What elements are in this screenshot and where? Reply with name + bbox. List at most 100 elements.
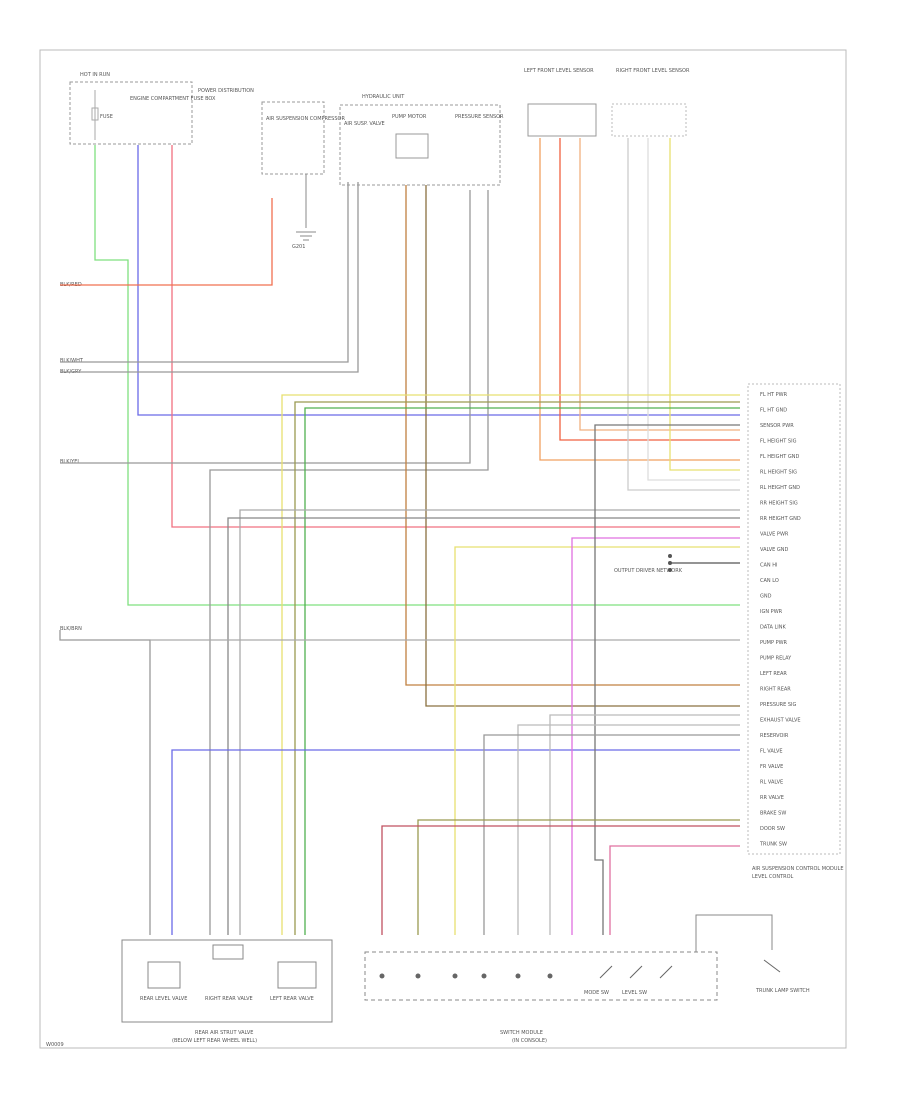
left-front-sensor-label: LEFT FRONT LEVEL SENSOR [524, 68, 594, 74]
red-power-wire [60, 198, 273, 286]
module-pin-label: RR HEIGHT GND [760, 516, 801, 522]
module-pin-label: PUMP PWR [760, 640, 788, 646]
module-pin-label: RL VALVE [760, 780, 783, 786]
rear-valve-box [121, 939, 333, 1023]
right-front-sensor-label: RIGHT FRONT LEVEL SENSOR [616, 68, 690, 74]
control-module: AIR SUSPENSION CONTROL MODULE LEVEL CONT… [747, 383, 844, 880]
rear-valve-title: REAR AIR STRUT VALVE [195, 1030, 253, 1036]
hydraulic-unit: HYDRAULIC UNIT AIR SUSP. VALVE PUMP MOTO… [339, 94, 504, 186]
level-switch-label: LEVEL SW [622, 990, 647, 996]
module-pin-label: FL HT GND [760, 408, 787, 414]
module-pin-label: PRESSURE SIG [760, 702, 797, 708]
module-pin-label: VALVE PWR [760, 532, 789, 538]
module-pin-label: DOOR SW [760, 826, 785, 832]
light-gray-wire-2 [647, 138, 740, 481]
module-pin-label: TRUNK SW [759, 842, 787, 848]
left-wire-labels: BLK/RED BLK/WHT BLK/GRY BLK/YEL BLK/BRN [60, 282, 84, 632]
switch-contacts [599, 965, 673, 979]
module-pin-label: DATA LINK [760, 625, 786, 631]
green-wire-2 [304, 407, 740, 935]
ground-icon [296, 231, 316, 241]
fuse-box: HOT IN RUN ENGINE COMPARTMENT FUSE BOX F… [69, 72, 254, 145]
blue-wire-2 [171, 749, 740, 935]
rear-air-strut-valve: REAR LEVEL VALVE RIGHT REAR VALVE LEFT R… [121, 939, 333, 1044]
switch-module-box [364, 951, 718, 1001]
module-note: LEVEL CONTROL [752, 874, 794, 880]
module-pin-label: VALVE GND [760, 547, 789, 553]
green-wire [94, 145, 740, 606]
red-wire-3 [381, 825, 740, 935]
olive-wire-2 [417, 819, 740, 935]
module-pin-label: FL HEIGHT GND [760, 454, 800, 460]
mode-switch-label: MODE SW [584, 990, 609, 996]
module-pin-label: RR HEIGHT SIG [760, 501, 798, 507]
front-level-sensors: LEFT FRONT LEVEL SENSOR RIGHT FRONT LEVE… [524, 68, 690, 137]
pink-wire [171, 145, 740, 528]
olive-wire [294, 401, 740, 935]
gray-wire-1 [60, 182, 349, 363]
right-rear-valve-label: RIGHT REAR VALVE [205, 996, 253, 1002]
module-pin-label: BRAKE SW [760, 811, 786, 817]
module-title: AIR SUSPENSION CONTROL MODULE [752, 866, 844, 872]
pump-motor-box [395, 133, 429, 159]
ground-g201-label: G201 [292, 244, 305, 250]
diagram-code: W0009 [46, 1042, 64, 1048]
module-pin-label: IGN PWR [760, 609, 783, 615]
rear-level-valve-label: REAR LEVEL VALVE [140, 996, 187, 1002]
right-front-sensor-box [611, 103, 687, 137]
module-pin-label: FR VALVE [760, 764, 783, 770]
gray-wire-5 [239, 509, 740, 935]
module-pin-label: RL HEIGHT GND [760, 485, 800, 491]
wire-harness [59, 138, 740, 935]
power-distribution-label: POWER DISTRIBUTION [198, 88, 254, 94]
pressure-sensor-label: PRESSURE SENSOR [455, 114, 504, 120]
module-pin-label: CAN HI [760, 563, 777, 569]
wire-label-5: BLK/BRN [60, 626, 82, 632]
blue-wire [137, 145, 740, 416]
wire-label-2: BLK/WHT [60, 358, 84, 364]
splice-dot [668, 561, 672, 565]
gray-wire-3 [60, 190, 471, 464]
gray-wire-2 [60, 182, 359, 373]
module-pin-label: RIGHT REAR [760, 687, 791, 693]
rear-valve-cell-3 [277, 961, 317, 989]
module-pin-label: FL HT PWR [760, 392, 788, 398]
gray-wire-10 [517, 724, 740, 935]
light-gray-wire-1 [627, 138, 740, 491]
switch-icon [763, 959, 781, 973]
pump-motor-label: PUMP MOTOR [392, 114, 427, 120]
fuse-label: FUSE [100, 114, 113, 120]
output-driver-block: OUTPUT DRIVER NETWORK [614, 568, 683, 574]
module-pin-label: FL HEIGHT SIG [760, 439, 797, 445]
peach-wire [579, 138, 740, 431]
gray-wire-11 [483, 734, 740, 935]
pink-wire-2 [609, 845, 740, 935]
rear-valve-subtitle: (BELOW LEFT REAR WHEEL WELL) [172, 1038, 257, 1044]
left-front-sensor-box [527, 103, 597, 137]
red-wire-2 [559, 138, 740, 441]
rear-valve-cell-2 [212, 944, 244, 960]
module-pin-label: PUMP RELAY [760, 656, 792, 662]
orange-wire-1 [539, 138, 740, 461]
fuse-box-title: ENGINE COMPARTMENT FUSE BOX [130, 96, 216, 102]
module-pin-label: LEFT REAR [760, 671, 787, 677]
magenta-wire [571, 537, 740, 935]
module-pin-label: CAN LO [760, 578, 779, 584]
hot-in-run-label: HOT IN RUN [80, 72, 110, 78]
air-suspension-label: AIR SUSPENSION COMPRESSOR [266, 116, 345, 122]
yellow-wire-2 [281, 394, 740, 935]
yellow-wire-1 [669, 138, 740, 471]
output-driver-label: OUTPUT DRIVER NETWORK [614, 568, 683, 574]
air-suspension-compressor: AIR SUSPENSION COMPRESSOR G201 [261, 101, 345, 250]
gray-wire-9 [549, 714, 740, 935]
switch-module-title: SWITCH MODULE [500, 1030, 543, 1036]
splices [668, 554, 672, 572]
module-pin-label: FL VALVE [760, 749, 783, 755]
splice-dot [668, 568, 672, 572]
rear-valve-cell-1 [147, 961, 181, 989]
brown-wire-2 [425, 185, 740, 707]
wire-label-4: BLK/YEL [60, 459, 80, 465]
